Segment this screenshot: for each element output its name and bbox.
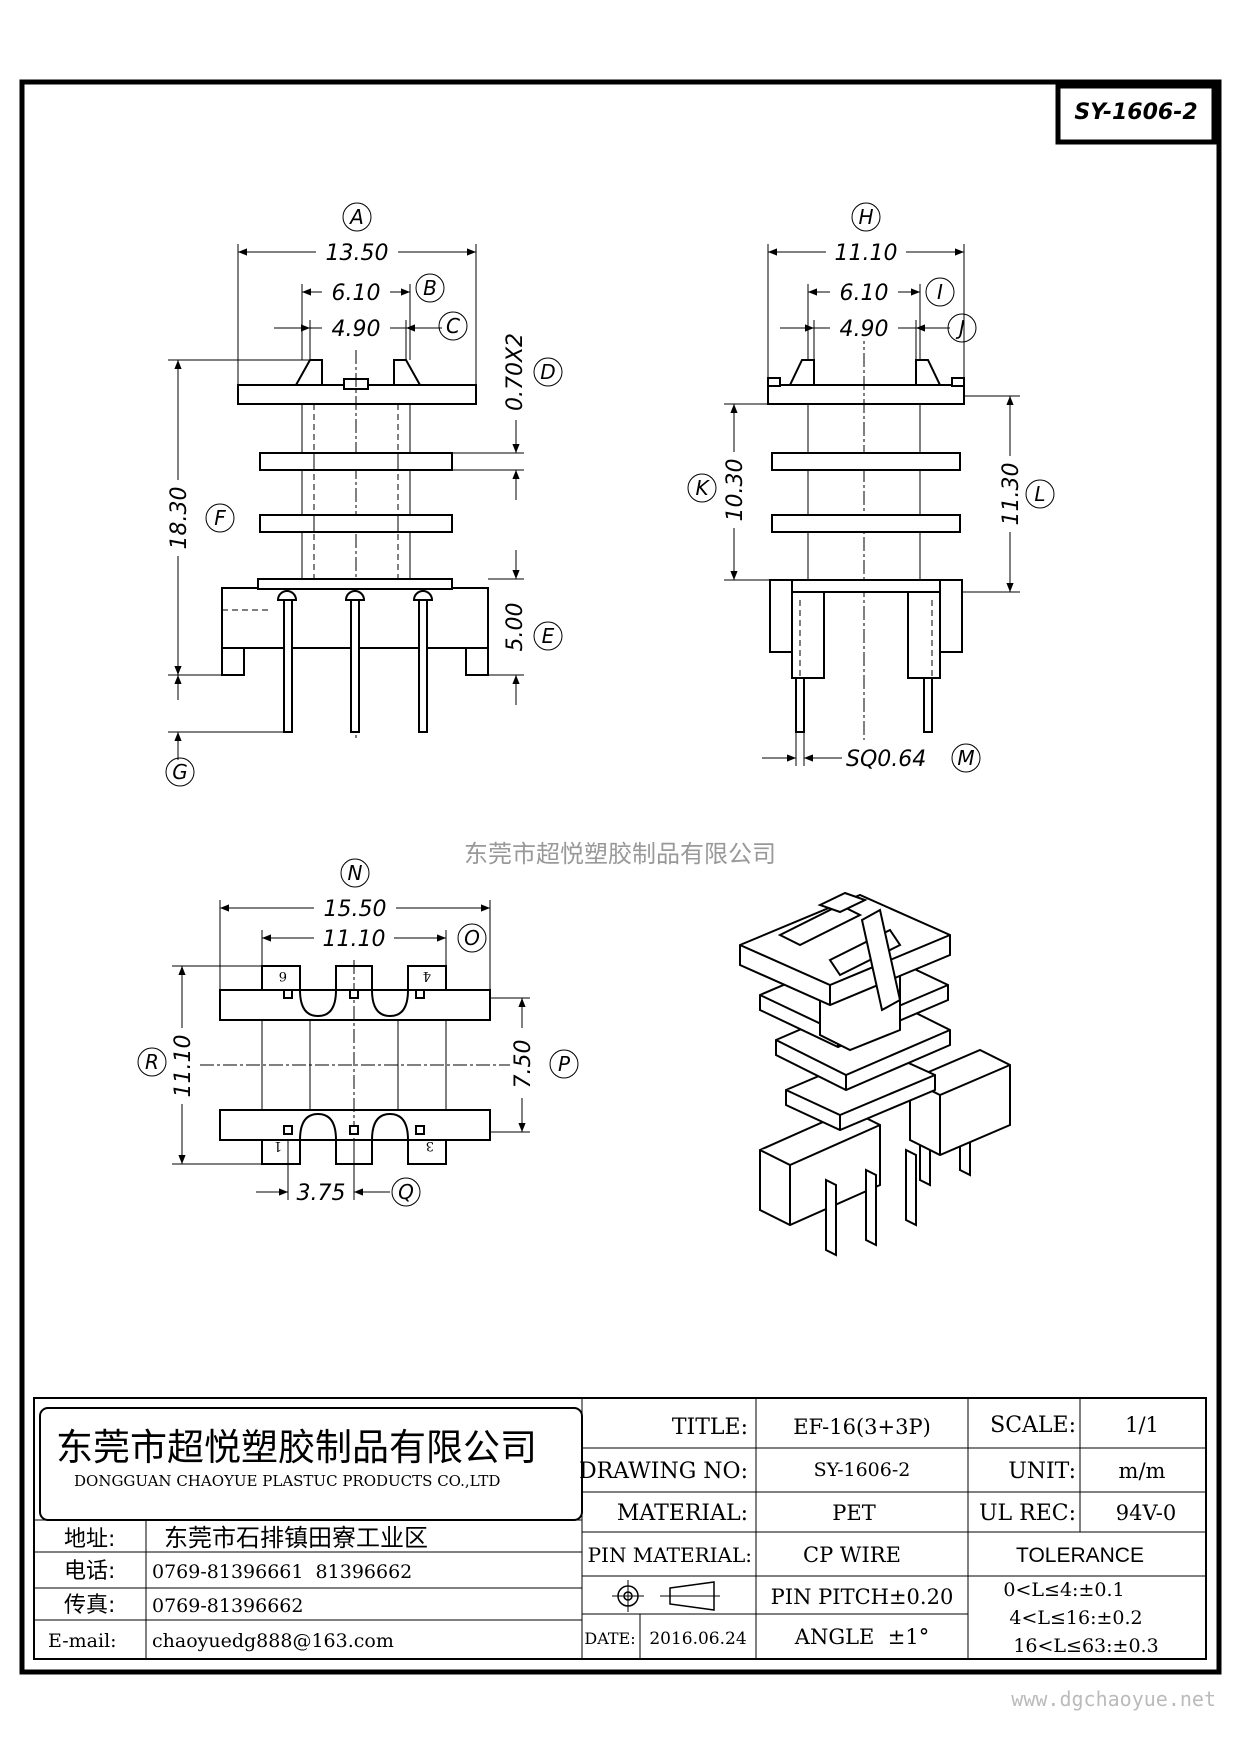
projection-symbol <box>612 1580 720 1612</box>
dim-e-value: 5.00 <box>503 603 528 652</box>
ul-value: 94V-0 <box>1116 1501 1176 1525</box>
title-label: TITLE: <box>672 1415 748 1440</box>
company-name-en: DONGGUAN CHAOYUE PLASTUC PRODUCTS CO.,LT… <box>74 1472 500 1490</box>
dim-k-letter: K <box>695 476 710 500</box>
dim-m-letter: M <box>957 746 974 770</box>
dim-l-value: 11.30 <box>999 463 1024 526</box>
drawing-id-box: SY-1606-2 <box>1055 83 1217 145</box>
pin-label-4: 4 <box>423 968 431 983</box>
front-view: 13.50 A 6.10 B 4.90 C 0.70X2 D 5.00 <box>165 202 563 787</box>
dim-d-letter: D <box>540 360 555 384</box>
dim-k-value: 10.30 <box>723 459 748 522</box>
unit-value: m/m <box>1119 1459 1166 1483</box>
dim-o-letter: O <box>464 926 480 950</box>
dim-f-letter: F <box>214 506 226 530</box>
dim-c-letter: C <box>446 314 460 338</box>
dim-q-value: 3.75 <box>297 1181 346 1206</box>
fax-label: 传真: <box>64 1593 115 1618</box>
drawing-id: SY-1606-2 <box>1074 100 1197 125</box>
fax-value: 0769-81396662 <box>152 1595 303 1617</box>
tolerance-3: 16<L≤63:±0.3 <box>1013 1635 1158 1657</box>
dim-r-value: 11.10 <box>171 1035 196 1098</box>
watermark: 东莞市超悦塑胶制品有限公司 <box>464 840 776 868</box>
phone-value: 0769-81396661 81396662 <box>152 1561 412 1583</box>
pin-label-1: 1 <box>274 1138 282 1153</box>
pin-material-label: PIN MATERIAL: <box>588 1543 752 1567</box>
date-label: DATE: <box>584 1629 635 1648</box>
dim-o-value: 11.10 <box>323 927 386 952</box>
date-value: 2016.06.24 <box>649 1629 746 1649</box>
dim-b-value: 6.10 <box>332 281 381 306</box>
tolerance-label: TOLERANCE <box>1016 1544 1144 1567</box>
drawing-no-label: DRAWING NO: <box>579 1459 748 1484</box>
dim-g-letter: G <box>172 760 188 784</box>
pin-pitch: PIN PITCH±0.20 <box>771 1585 954 1609</box>
material-label: MATERIAL: <box>617 1501 748 1526</box>
dim-i-letter: I <box>937 280 943 304</box>
pin-material-value: CP WIRE <box>803 1543 901 1567</box>
title-value: EF-16(3+3P) <box>793 1415 931 1439</box>
isometric-view <box>739 891 1011 1257</box>
dim-n-value: 15.50 <box>324 897 387 922</box>
sheet-border <box>19 79 1222 1675</box>
dim-j-value: 4.90 <box>840 317 889 342</box>
website-url: www.dgchaoyue.net <box>1011 1687 1216 1711</box>
address-value: 东莞市石排镇田寮工业区 <box>164 1524 428 1552</box>
dim-r-letter: R <box>145 1050 159 1074</box>
dim-a-letter: A <box>348 205 364 229</box>
phone-label: 电话: <box>64 1559 115 1584</box>
scale-label: SCALE: <box>990 1413 1076 1438</box>
tolerance-1: 0<L≤4:±0.1 <box>1003 1579 1124 1601</box>
bottom-view: 6 4 1 3 15.50 N 11.10 O 11.10 R 7.50 <box>137 858 579 1207</box>
dim-e-letter: E <box>542 624 555 648</box>
dim-h-value: 11.10 <box>835 241 898 266</box>
dim-q-letter: Q <box>398 1180 414 1204</box>
dim-f-value: 18.30 <box>167 487 192 550</box>
dim-p-value: 7.50 <box>511 1040 536 1089</box>
tolerance-2: 4<L≤16:±0.2 <box>1009 1607 1142 1629</box>
scale-value: 1/1 <box>1125 1413 1159 1437</box>
dim-h-letter: H <box>858 205 873 229</box>
dim-a-value: 13.50 <box>326 241 389 266</box>
dim-m-value: SQ0.64 <box>846 747 926 772</box>
pin-label-6: 6 <box>279 968 287 983</box>
dim-i-value: 6.10 <box>840 281 889 306</box>
material-value: PET <box>832 1501 875 1525</box>
address-label: 地址: <box>64 1527 115 1552</box>
title-block: 东莞市超悦塑胶制品有限公司 DONGGUAN CHAOYUE PLASTUC P… <box>33 1397 1207 1660</box>
side-view: 11.10 H 6.10 I 4.90 J 10.30 K 11.30 <box>687 202 1055 773</box>
email-label: E-mail: <box>48 1630 117 1652</box>
company-name-cn: 东莞市超悦塑胶制品有限公司 <box>56 1426 537 1469</box>
dim-p-letter: P <box>558 1052 571 1076</box>
dim-j-letter: J <box>955 316 965 340</box>
dim-n-letter: N <box>348 861 363 885</box>
email-value: chaoyuedg888@163.com <box>152 1630 394 1652</box>
ul-label: UL REC: <box>979 1501 1076 1526</box>
pin-label-3: 3 <box>426 1138 434 1153</box>
dim-d-value: 0.70X2 <box>503 333 528 411</box>
dim-b-letter: B <box>423 276 437 300</box>
drawing-no-value: SY-1606-2 <box>814 1459 911 1481</box>
dim-c-value: 4.90 <box>332 317 381 342</box>
dim-l-letter: L <box>1034 482 1045 506</box>
unit-label: UNIT: <box>1008 1459 1076 1484</box>
angle-tolerance: ANGLE ±1° <box>794 1625 929 1649</box>
